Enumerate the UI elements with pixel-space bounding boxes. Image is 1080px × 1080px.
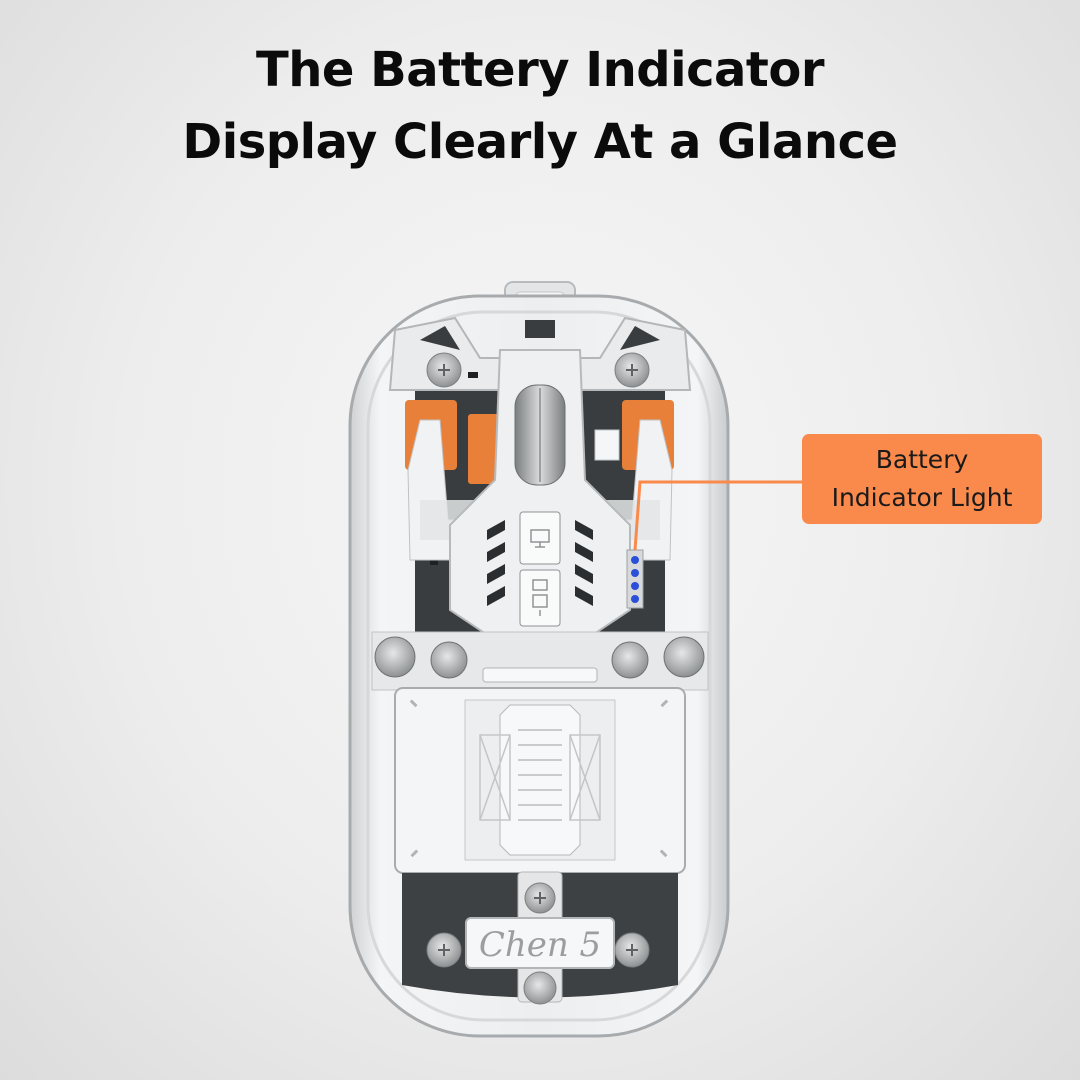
callout-leader-line xyxy=(633,480,802,551)
headline-line-2: Display Clearly At a Glance xyxy=(182,114,898,170)
headline-line-1: The Battery Indicator xyxy=(255,42,825,98)
battery-indicator-callout: Battery Indicator Light xyxy=(802,434,1042,524)
callout-line-1: Battery xyxy=(875,445,969,474)
nameplate-text: Chen 5 xyxy=(479,925,601,965)
top-screws xyxy=(426,352,650,388)
dpi-button xyxy=(519,569,561,627)
bottom-screws xyxy=(426,882,650,1005)
callout-line-2: Indicator Light xyxy=(831,483,1013,512)
middle-screws xyxy=(374,636,705,679)
monitor-icon xyxy=(530,529,550,548)
mode-button xyxy=(519,511,561,565)
dpi-icon xyxy=(532,579,548,616)
headline: The Battery Indicator Display Clearly At… xyxy=(0,34,1080,178)
nameplate xyxy=(465,917,615,969)
battery-indicator-leds xyxy=(626,549,644,609)
